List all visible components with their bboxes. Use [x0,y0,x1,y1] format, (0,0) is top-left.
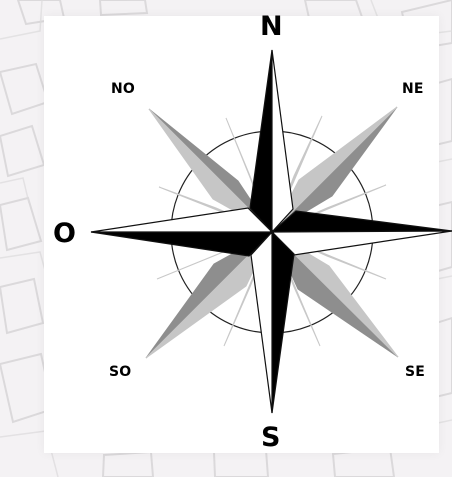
south-label: S [261,424,280,451]
southwest-label: SO [109,365,131,379]
west-label: O [53,220,76,247]
north-label: N [260,13,283,40]
northeast-label: NE [402,82,424,96]
southeast-label: SE [405,365,425,379]
northwest-label: NO [111,82,135,96]
center-pin [270,230,274,234]
